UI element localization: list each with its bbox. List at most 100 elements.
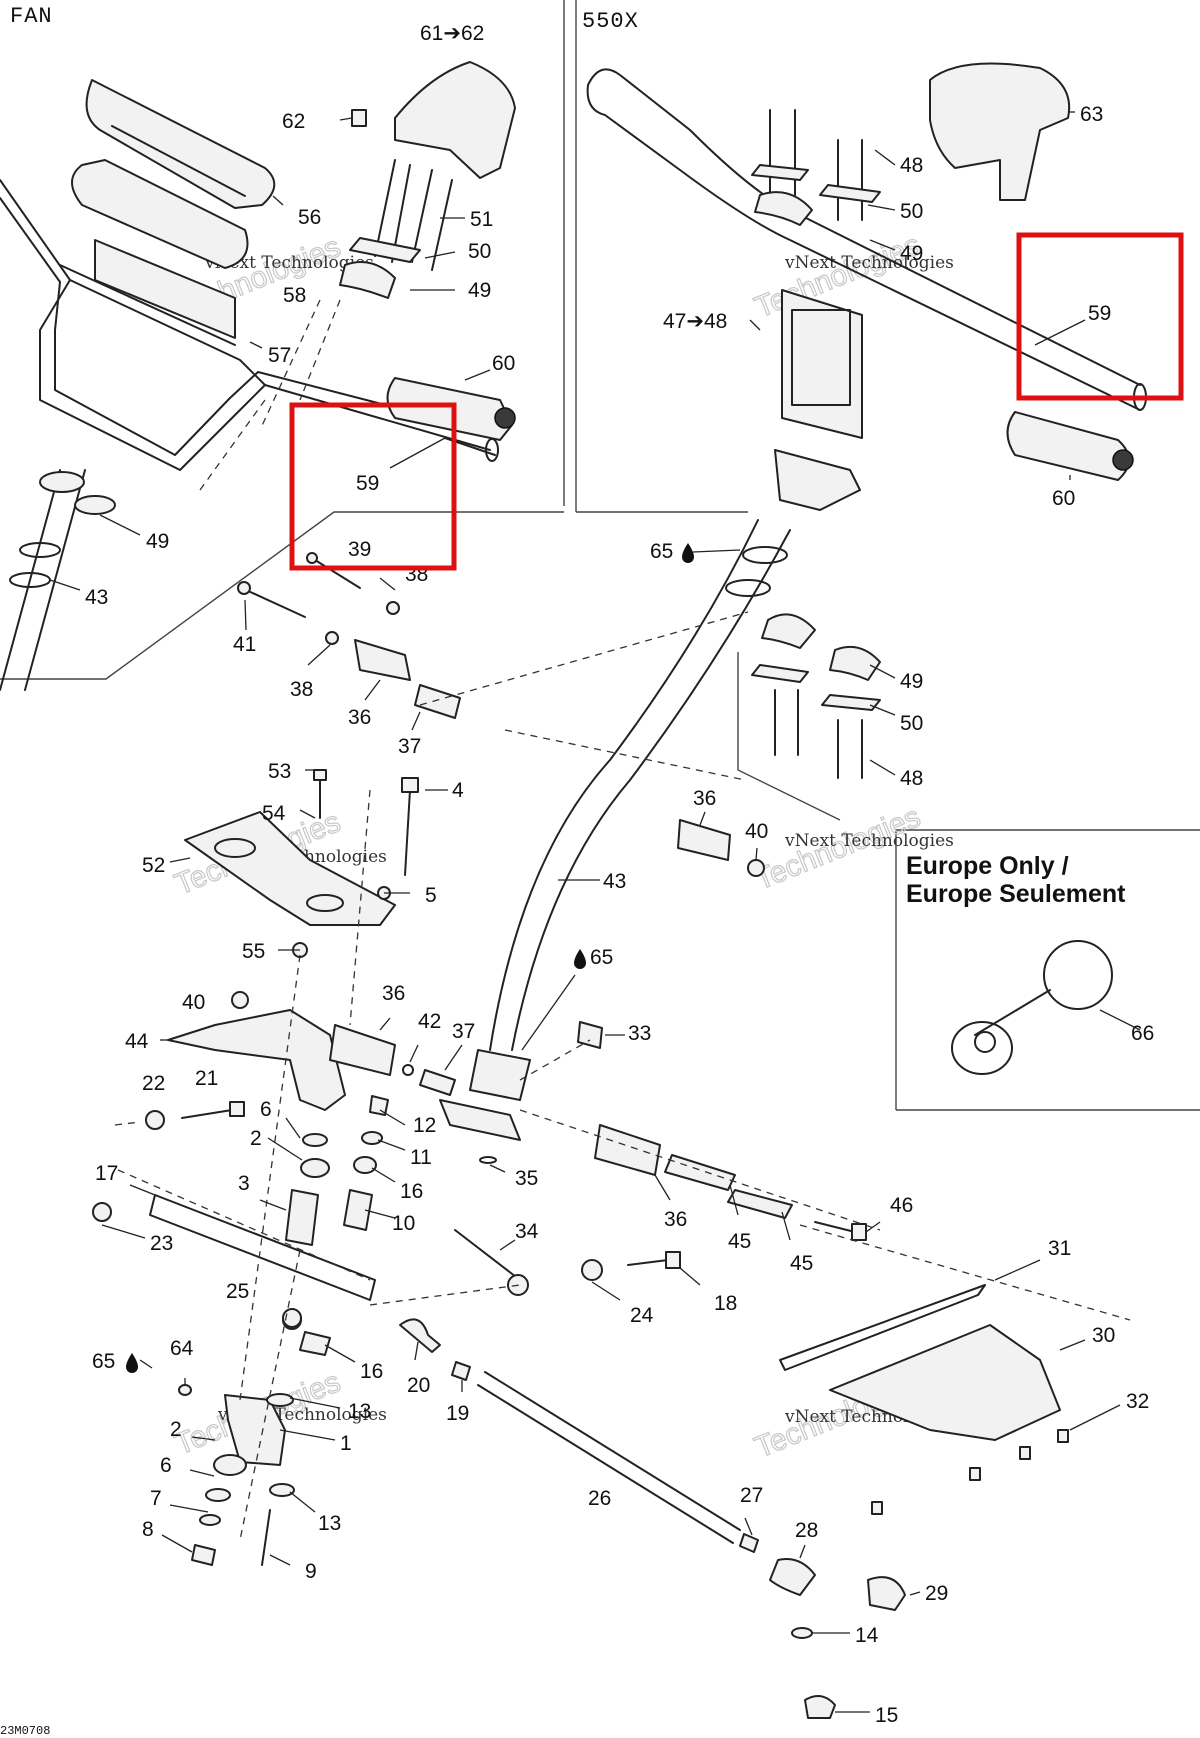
handlebar-pad-56 <box>85 79 276 209</box>
callout-60-fan: 60 <box>492 352 515 375</box>
grip-60-550x <box>1006 411 1130 481</box>
callout-50-fan: 50 <box>468 240 491 263</box>
clip-62 <box>351 109 367 127</box>
watermark-2: vNext Technologies <box>784 253 954 273</box>
callout-7: 7 <box>150 1487 162 1510</box>
callout-labels: 61➔62 62 56 51 50 49 58 57 60 59 39 38 4… <box>85 22 1154 1727</box>
fan-section-parts <box>0 61 516 719</box>
callout-33: 33 <box>628 1022 651 1045</box>
bushing-36-b <box>677 819 731 861</box>
fan-handlebar <box>0 179 491 471</box>
clamp-plate-50 <box>349 237 421 263</box>
callout-10: 10 <box>392 1212 415 1235</box>
drawing-code: 23M0708 <box>0 1724 50 1738</box>
section-frames <box>0 0 1200 1111</box>
callout-49-fan: 49 <box>468 279 491 302</box>
callout-43-main: 43 <box>603 870 626 893</box>
callout-48-lower: 48 <box>900 767 923 790</box>
spacer-37-a <box>414 684 461 719</box>
droplet-icon <box>126 1353 138 1373</box>
callout-45-a: 45 <box>728 1230 751 1253</box>
callout-9: 9 <box>305 1560 317 1583</box>
callout-49-fan-lower: 49 <box>146 530 169 553</box>
callout-65-top: 65 <box>650 540 673 563</box>
callout-37-mid: 37 <box>452 1020 475 1043</box>
callout-35: 35 <box>515 1167 538 1190</box>
callout-41: 41 <box>233 633 256 656</box>
callout-47-48: 47➔48 <box>663 310 727 333</box>
callout-34: 34 <box>515 1220 539 1243</box>
callout-46: 46 <box>890 1194 913 1217</box>
callout-63: 63 <box>1080 103 1103 126</box>
callout-36-mid: 36 <box>382 982 405 1005</box>
highlight-box-550x-59 <box>1016 232 1184 401</box>
callout-2-top: 2 <box>250 1127 262 1150</box>
callout-17: 17 <box>95 1162 118 1185</box>
bolt-41 <box>245 589 306 618</box>
callout-8: 8 <box>142 1518 154 1541</box>
callout-43-fan: 43 <box>85 586 108 609</box>
mount-plate-52 <box>184 811 396 926</box>
callout-37-fan: 37 <box>398 735 421 758</box>
tie-rod-26 <box>484 1371 741 1531</box>
bolt-39 <box>314 559 361 589</box>
inset-title-line2: Europe Seulement <box>906 880 1126 908</box>
callout-1: 1 <box>340 1432 352 1455</box>
inset-title-line1: Europe Only / <box>906 852 1069 880</box>
callout-28: 28 <box>795 1519 818 1542</box>
callout-53: 53 <box>268 760 291 783</box>
callout-12: 12 <box>413 1114 436 1137</box>
callout-36-550x: 36 <box>693 787 716 810</box>
callout-13-lower: 13 <box>318 1512 341 1535</box>
callout-39: 39 <box>348 538 371 561</box>
callout-22: 22 <box>142 1072 165 1095</box>
callout-59-fan: 59 <box>356 472 379 495</box>
watermark-1: vNext Technologies <box>204 253 374 273</box>
bracket-44 <box>167 1009 346 1111</box>
callout-49-top: 49 <box>900 242 923 265</box>
callout-55: 55 <box>242 940 265 963</box>
callout-2-lower: 2 <box>170 1418 182 1441</box>
callout-16-top: 16 <box>400 1180 423 1203</box>
callout-3: 3 <box>238 1172 250 1195</box>
section-title-550x: 550X <box>582 9 639 34</box>
callout-6-top: 6 <box>260 1098 272 1121</box>
bolt-4 <box>404 789 411 876</box>
riser-47 <box>781 289 863 439</box>
callout-50-top: 50 <box>900 200 923 223</box>
callout-32: 32 <box>1126 1390 1149 1413</box>
bushing-36-c <box>329 1024 396 1076</box>
callout-11: 11 <box>410 1146 432 1169</box>
bushing-36-a <box>354 639 411 681</box>
highlight-box-fan-59 <box>289 402 457 571</box>
foam-block-57 <box>94 239 236 339</box>
leader-lines <box>49 111 1141 1713</box>
callout-36-fan: 36 <box>348 706 371 729</box>
callout-36-lower: 36 <box>664 1208 687 1231</box>
dust-plate-31 <box>779 1284 986 1371</box>
callout-30: 30 <box>1092 1324 1115 1347</box>
steering-column-43 <box>439 519 791 1141</box>
foam-pad-58 <box>71 159 249 269</box>
grip-60-fan <box>386 377 513 441</box>
callout-61-62: 61➔62 <box>420 22 484 45</box>
fan-column <box>0 469 61 691</box>
callout-5: 5 <box>425 884 437 907</box>
droplet-icon <box>682 543 694 563</box>
x550-section-parts <box>586 62 1147 877</box>
callout-54: 54 <box>262 802 286 825</box>
callout-38: 38 <box>290 678 313 701</box>
fan-column-clamps <box>9 471 116 588</box>
callout-23: 23 <box>150 1232 173 1255</box>
callout-59-550x: 59 <box>1088 302 1111 325</box>
droplet-icon <box>574 949 586 969</box>
callout-44: 44 <box>125 1030 149 1053</box>
callout-64: 64 <box>170 1337 194 1360</box>
callout-29: 29 <box>925 1582 948 1605</box>
callout-52: 52 <box>142 854 165 877</box>
callout-24: 24 <box>630 1304 654 1327</box>
callout-65-lower: 65 <box>92 1350 115 1373</box>
callout-49-lower: 49 <box>900 670 923 693</box>
callout-40-mid: 40 <box>182 991 205 1014</box>
